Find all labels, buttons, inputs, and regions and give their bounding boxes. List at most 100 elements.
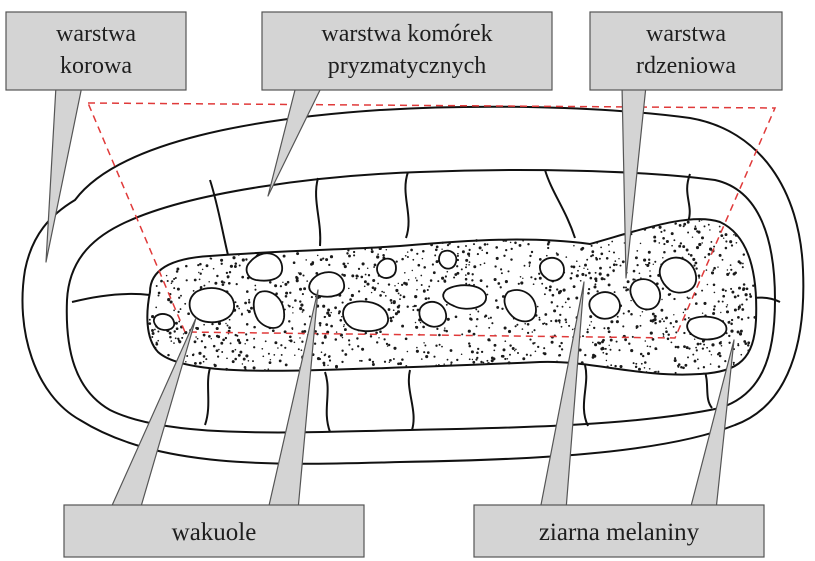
melanin-granule [480, 361, 482, 363]
melanin-granule [610, 349, 612, 351]
melanin-granule [663, 334, 665, 336]
melanin-granule [506, 358, 508, 360]
melanin-granule [614, 365, 616, 367]
melanin-granule [648, 262, 650, 264]
melanin-granule [361, 360, 363, 362]
melanin-granule [697, 343, 700, 346]
melanin-granule [238, 354, 241, 357]
melanin-granule [625, 287, 627, 289]
melanin-granule [325, 323, 328, 326]
melanin-granule [469, 261, 471, 263]
melanin-granule [711, 354, 712, 355]
melanin-granule [351, 348, 353, 350]
melanin-granule [432, 263, 434, 265]
melanin-granule [741, 318, 743, 320]
melanin-granule [469, 314, 471, 316]
melanin-granule [660, 231, 662, 233]
melanin-granule [661, 318, 663, 320]
melanin-granule [649, 368, 651, 370]
melanin-granule [277, 347, 279, 349]
melanin-granule [206, 264, 209, 267]
melanin-granule [712, 312, 715, 315]
melanin-granule [303, 330, 306, 333]
melanin-granule [738, 306, 741, 309]
melanin-granule [695, 262, 698, 265]
melanin-granule [606, 257, 609, 260]
melanin-granule [601, 277, 604, 280]
melanin-granule [473, 265, 476, 268]
melanin-granule [294, 355, 295, 356]
melanin-granule [553, 309, 556, 312]
melanin-granule [558, 354, 560, 356]
melanin-granule [434, 254, 436, 256]
melanin-granule [193, 353, 195, 355]
melanin-granule [246, 339, 248, 341]
melanin-granule [186, 355, 188, 357]
melanin-granule [456, 359, 458, 361]
melanin-granule [420, 322, 422, 324]
melanin-granule [415, 326, 418, 329]
melanin-granule [730, 264, 732, 266]
melanin-granule [467, 252, 470, 255]
melanin-granule [327, 309, 330, 312]
melanin-granule [171, 282, 173, 284]
melanin-granule [290, 339, 293, 342]
melanin-granule [747, 317, 749, 319]
melanin-granule [529, 264, 531, 266]
melanin-granule [383, 292, 385, 294]
melanin-granule [746, 287, 749, 290]
melanin-granule [649, 275, 651, 277]
melanin-granule [467, 272, 470, 275]
melanin-granule [556, 253, 559, 256]
melanin-granule [204, 346, 207, 349]
melanin-granule [362, 262, 365, 265]
melanin-granule [718, 365, 721, 368]
melanin-granule [390, 319, 393, 322]
melanin-granule [436, 328, 438, 330]
melanin-granule [330, 312, 331, 313]
melanin-granule [486, 360, 488, 362]
melanin-granule [572, 329, 574, 331]
melanin-granule [274, 341, 277, 344]
melanin-granule [733, 362, 735, 364]
melanin-granule [412, 270, 413, 271]
melanin-granule [592, 354, 595, 357]
melanin-granule [573, 285, 576, 288]
melanin-granule [329, 359, 331, 361]
melanin-granule [199, 263, 202, 266]
melanin-granule [706, 347, 708, 349]
melanin-granule [269, 361, 272, 364]
melanin-granule [674, 223, 676, 225]
melanin-granule [571, 272, 573, 274]
melanin-granule [687, 356, 689, 358]
melanin-granule [688, 317, 690, 319]
melanin-granule [171, 280, 173, 282]
melanin-granule [682, 245, 685, 248]
melanin-granule [654, 322, 657, 325]
melanin-granule [248, 360, 250, 362]
melanin-granule [588, 272, 591, 275]
melanin-granule [391, 302, 393, 304]
melanin-granule [497, 282, 500, 285]
melanin-granule [556, 361, 558, 363]
melanin-granule [425, 355, 428, 358]
melanin-granule [496, 306, 499, 309]
melanin-granule [344, 265, 347, 268]
melanin-granule [396, 260, 398, 262]
melanin-granule [228, 326, 231, 329]
melanin-granule [717, 353, 719, 355]
melanin-granule [591, 250, 594, 253]
melanin-granule [348, 344, 350, 346]
melanin-granule [594, 343, 597, 346]
melanin-granule [203, 324, 205, 326]
melanin-granule [361, 276, 364, 279]
melanin-granule [663, 251, 666, 254]
melanin-granule [216, 275, 218, 277]
melanin-granule [226, 272, 228, 274]
melanin-granule [733, 234, 735, 236]
melanin-granule [584, 354, 586, 356]
melanin-granule [507, 270, 509, 272]
melanin-granule [490, 317, 492, 319]
melanin-granule [675, 372, 677, 374]
melanin-granule [606, 360, 607, 361]
